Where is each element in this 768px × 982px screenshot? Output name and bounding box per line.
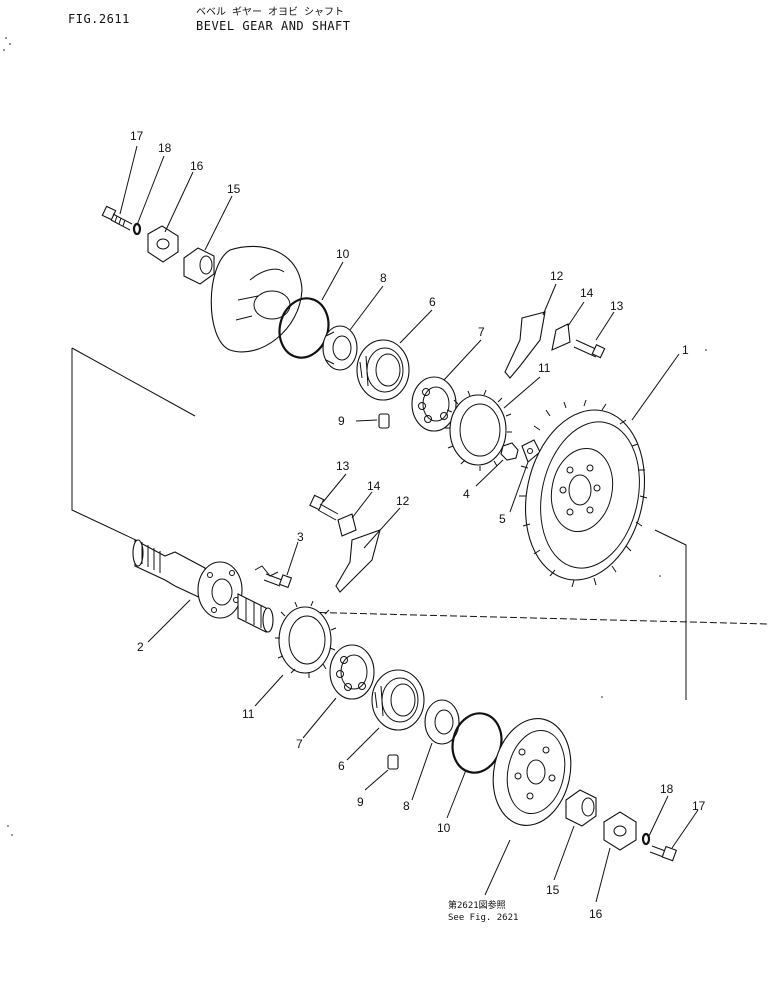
bearing-cage-6-lower — [371, 669, 425, 731]
bevel-gear-1 — [519, 399, 648, 588]
callout-2: 2 — [137, 640, 144, 654]
callout-18-upper: 18 — [158, 141, 172, 155]
title-japanese: ベベル ギヤー オヨビ シャフト — [196, 7, 345, 18]
bolt-17-upper — [101, 205, 133, 231]
callout-11-lower: 11 — [242, 707, 255, 721]
bearing-7-lower — [329, 644, 375, 700]
callout-15-upper: 15 — [227, 182, 241, 196]
callout-16-lower: 16 — [589, 907, 603, 921]
callout-3: 3 — [297, 530, 304, 544]
callout-13-lower: 13 — [336, 459, 350, 473]
lock-nut-11-upper — [445, 389, 512, 471]
callout-6-upper: 6 — [429, 295, 436, 309]
bolt-13-lower — [309, 494, 339, 521]
washer-18-upper — [132, 222, 142, 236]
callout-18-lower: 18 — [660, 782, 674, 796]
bearing-cage-lower — [492, 718, 572, 826]
callout-12-upper: 12 — [550, 269, 564, 283]
nut-4 — [500, 442, 519, 461]
callout-5: 5 — [499, 512, 506, 526]
callout-11-upper: 11 — [538, 361, 551, 375]
lock-nut-11-lower — [275, 600, 337, 678]
callout-8-upper: 8 — [380, 271, 387, 285]
callout-6-lower: 6 — [338, 759, 345, 773]
callout-15-lower: 15 — [546, 883, 560, 897]
title-english: BEVEL GEAR AND SHAFT — [196, 19, 351, 33]
figure-number: FIG.2611 — [68, 12, 130, 26]
callout-17-upper: 17 — [130, 129, 144, 143]
nut-15-upper — [183, 247, 215, 285]
reference-note-jp: 第2621図参照 — [448, 899, 506, 911]
callout-14-lower: 14 — [367, 479, 381, 493]
callout-9-lower: 9 — [357, 795, 364, 809]
bearing-cage-6-upper — [356, 339, 410, 401]
bolt-13-upper — [573, 339, 606, 359]
reference-note-en: See Fig. 2621 — [448, 913, 518, 923]
bolt-17-lower — [649, 845, 678, 862]
callout-9-upper: 9 — [338, 414, 345, 428]
plate-16-lower — [603, 811, 637, 851]
callout-12-lower: 12 — [396, 494, 410, 508]
bevel-shaft-2 — [132, 539, 274, 633]
leader-lines — [119, 145, 699, 903]
washer-18-lower — [641, 832, 651, 846]
callout-7-upper: 7 — [478, 325, 485, 339]
callout-13-upper: 13 — [610, 299, 624, 313]
callout-10-lower: 10 — [437, 821, 451, 835]
callout-10-upper: 10 — [336, 247, 350, 261]
callout-4: 4 — [463, 487, 470, 501]
bearing-8-lower — [424, 699, 460, 745]
pin-9-lower — [387, 754, 399, 770]
plate-16-upper — [147, 225, 179, 263]
callout-14-upper: 14 — [580, 286, 594, 300]
callout-8-lower: 8 — [403, 799, 410, 813]
bolt-3 — [254, 565, 293, 589]
callout-labels: 17 18 16 15 10 8 6 7 12 14 13 1 9 11 4 5… — [130, 129, 706, 921]
callout-17-lower: 17 — [692, 799, 706, 813]
callout-7-lower: 7 — [296, 737, 303, 751]
pin-9-upper — [378, 413, 390, 429]
callout-16-upper: 16 — [190, 159, 204, 173]
lock-washer-14-lower — [337, 513, 357, 537]
scan-speckles — [3, 37, 707, 836]
lock-washer-14-upper — [551, 323, 571, 351]
bearing-cage-upper — [210, 245, 303, 353]
bearing-7-upper — [411, 376, 457, 432]
lock-plate-12-lower — [335, 529, 381, 593]
callout-1: 1 — [682, 343, 689, 357]
nut-15-lower — [565, 789, 597, 827]
bearing-8-upper — [322, 325, 358, 371]
lock-plate-12-upper — [504, 311, 546, 379]
